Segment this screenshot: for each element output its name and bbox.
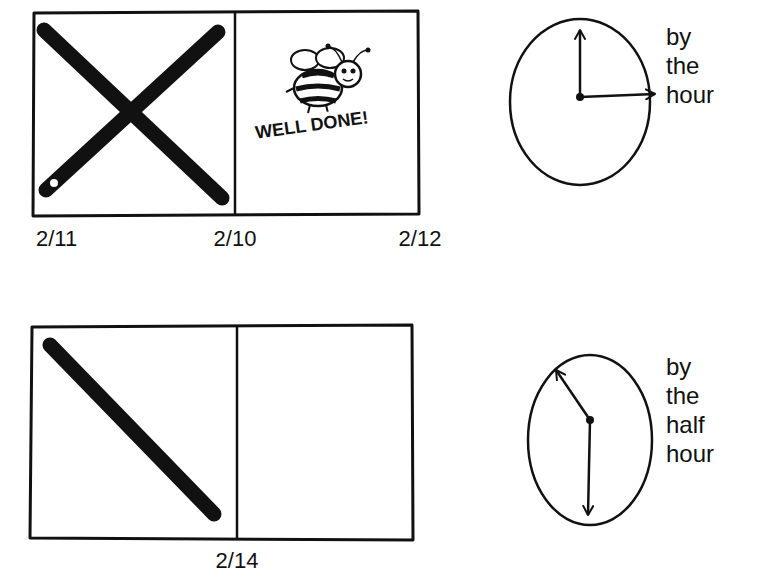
bee-sticker [286, 44, 371, 114]
date-label: 2/10 [214, 226, 257, 252]
sticker-text: WELL DONE! [251, 106, 373, 146]
clock-half-hour [528, 355, 652, 525]
clock-hour [510, 19, 655, 185]
date-label: 2/12 [399, 226, 442, 252]
clock-caption: by the hour [666, 22, 714, 109]
chart-divider [234, 12, 237, 215]
chart-frame [30, 325, 413, 540]
slash-mark [50, 345, 214, 514]
bottom-chart [30, 325, 413, 540]
top-chart [33, 11, 419, 216]
date-label: 2/14 [216, 548, 259, 574]
chart-divider [236, 326, 239, 539]
date-label: 2/11 [36, 226, 77, 252]
crayon-tip [50, 179, 58, 187]
cross-mark [44, 30, 222, 198]
clock-caption: by the half hour [666, 352, 714, 468]
chart-frame [33, 11, 419, 216]
